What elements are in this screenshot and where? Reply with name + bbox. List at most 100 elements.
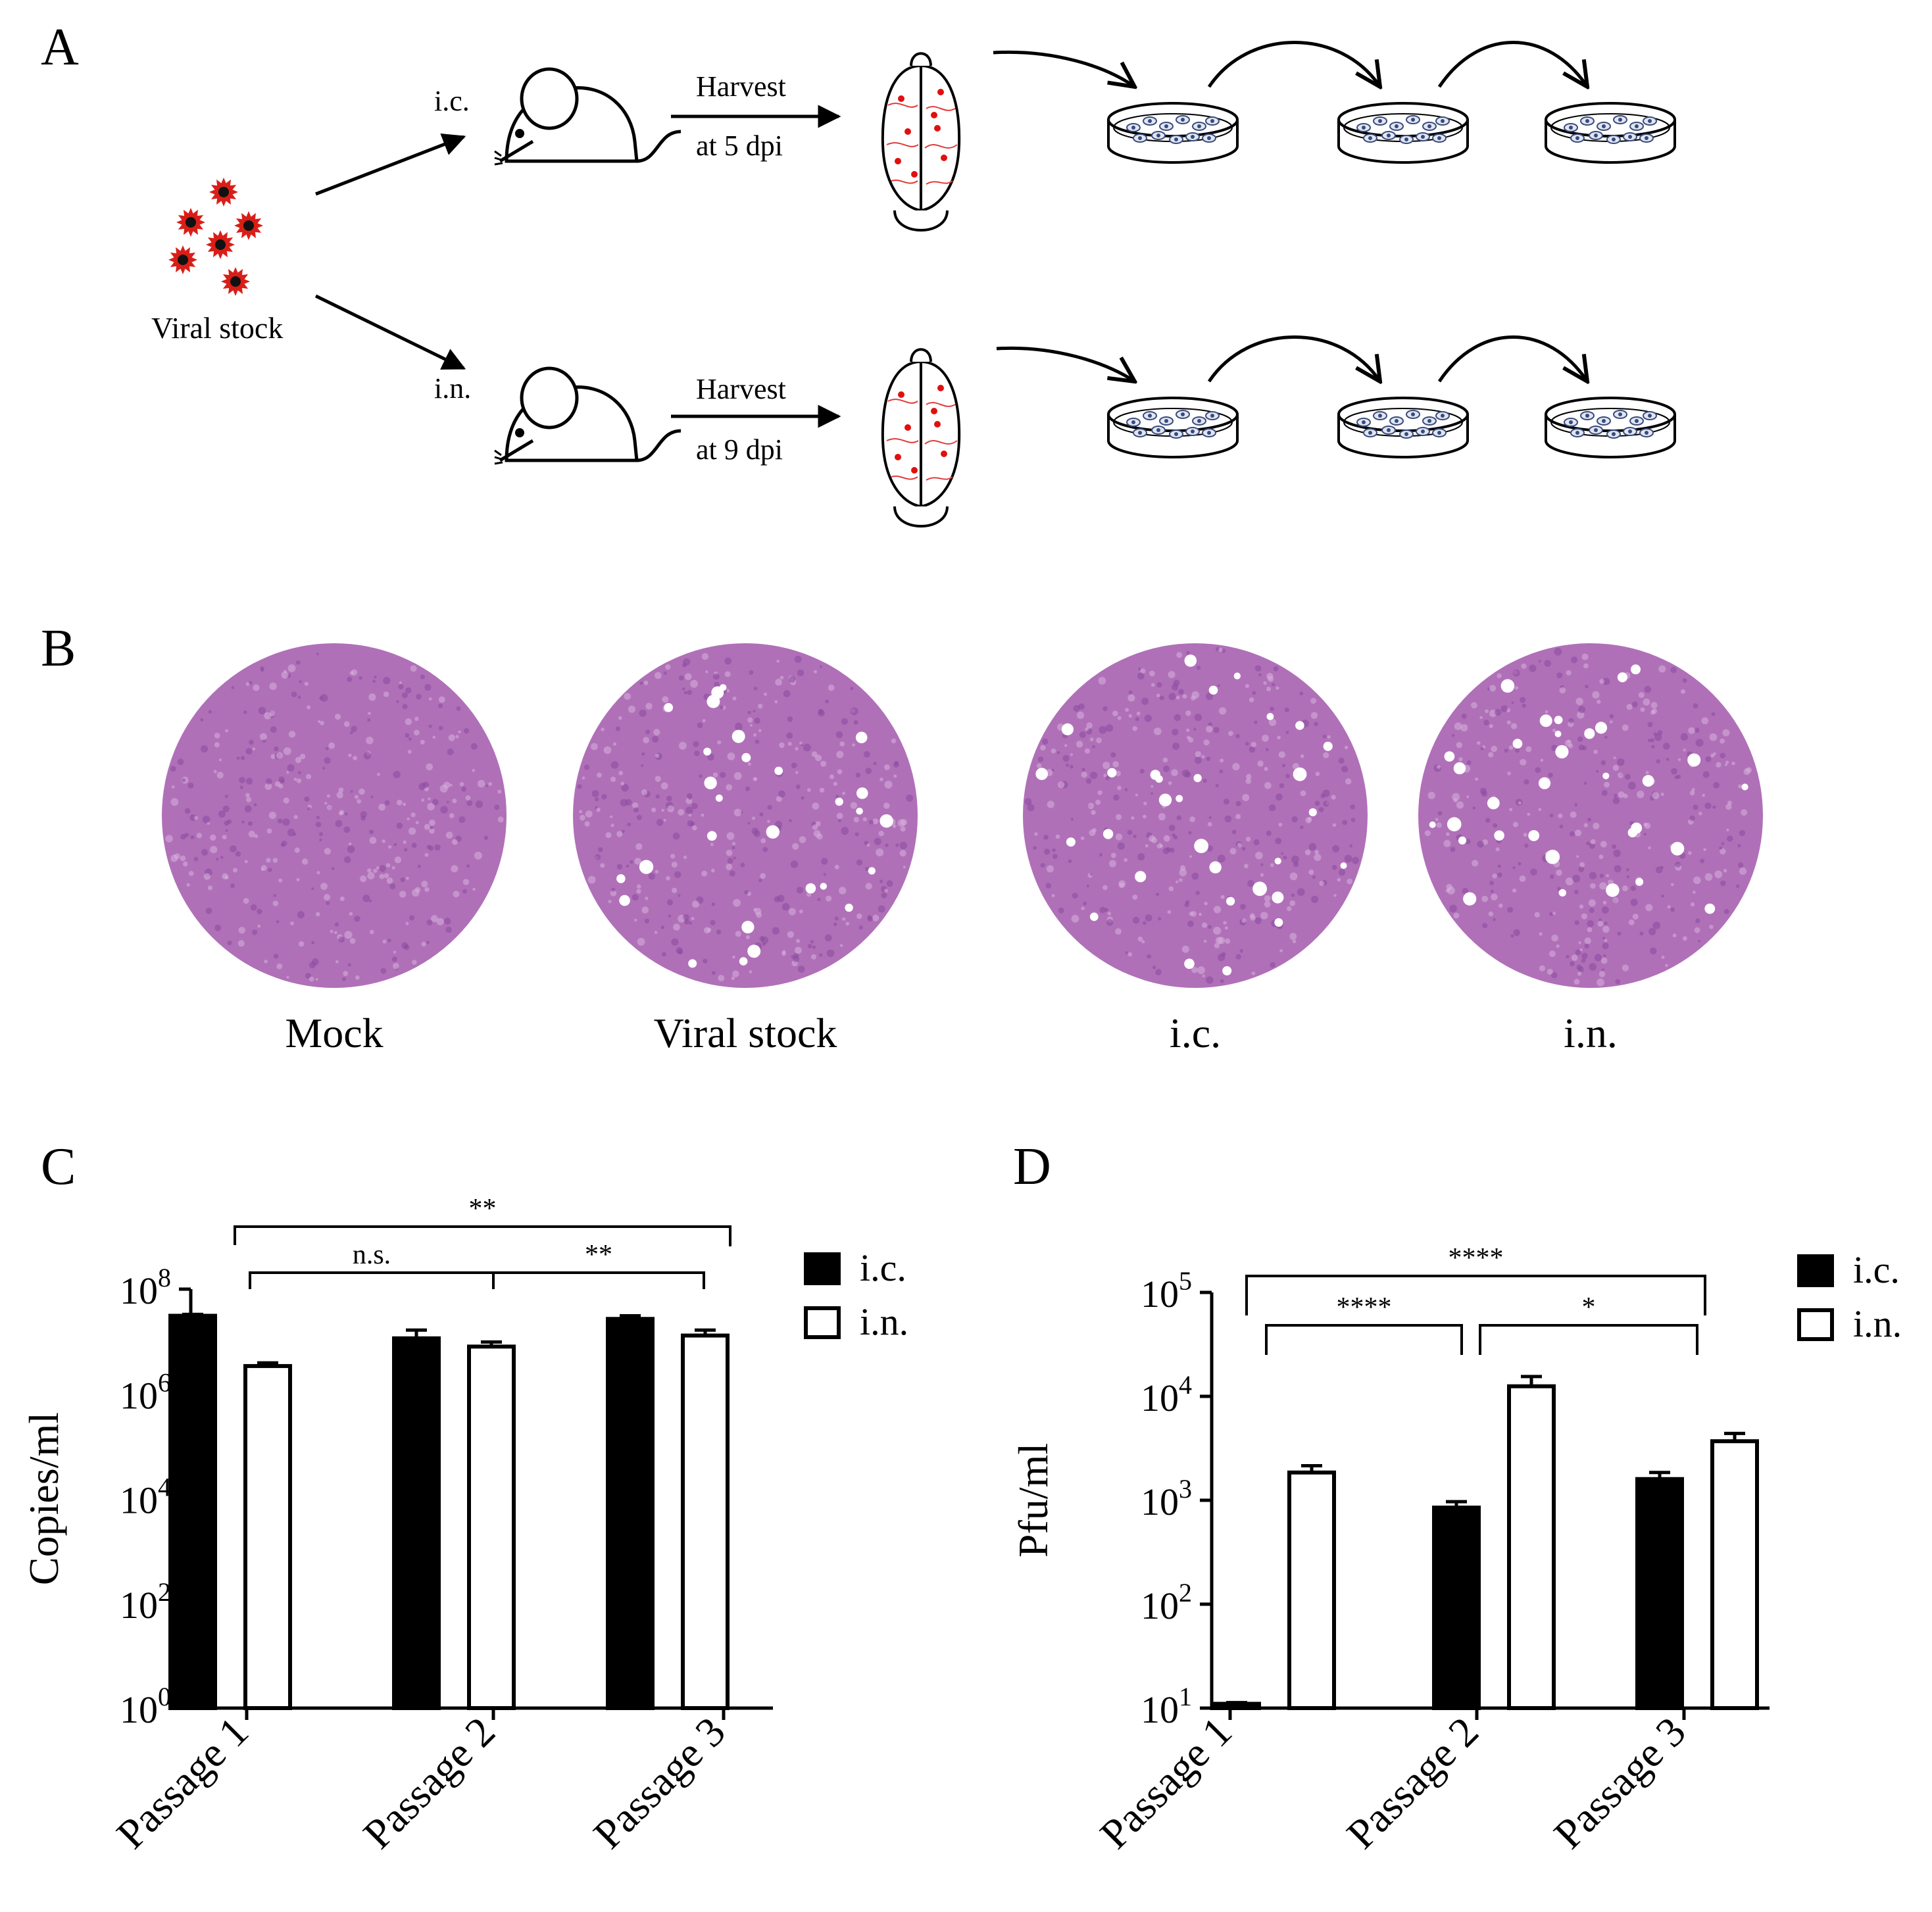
plaque-label-viral-stock: Viral stock	[654, 1010, 837, 1056]
plaque-spot	[856, 787, 868, 799]
y-tick-label: 104	[1141, 1370, 1192, 1419]
legend-swatch	[1797, 1254, 1834, 1287]
plaque-spot	[1089, 912, 1099, 921]
plaque-assay-wells	[162, 643, 1763, 988]
plaque-spot	[1208, 685, 1218, 695]
cell-culture-dish-icon	[1337, 397, 1469, 458]
legend-swatch	[804, 1252, 841, 1285]
plaque-spot	[1447, 817, 1462, 831]
cell-culture-dish-icon	[1337, 102, 1469, 164]
plaque-well	[573, 643, 918, 988]
passage-arrow	[1207, 41, 1380, 87]
plaque-spot	[747, 944, 761, 958]
plaque-spot	[1631, 664, 1641, 675]
plaque-spot	[766, 825, 780, 839]
y-tick-label: 104	[120, 1473, 171, 1522]
transfer-arrow	[993, 50, 1135, 87]
route-arrow-in	[314, 294, 466, 370]
bar	[1710, 1439, 1759, 1710]
plaque-spot	[1500, 679, 1515, 693]
plaque-spot	[1512, 739, 1523, 749]
plaque-spot	[1107, 768, 1117, 777]
plaque-spot	[856, 808, 863, 815]
passage-arrow	[1437, 335, 1587, 382]
plaque-well	[162, 643, 507, 988]
bar	[1635, 1477, 1684, 1710]
plaque-spot	[1233, 672, 1241, 679]
legend-swatch	[804, 1306, 841, 1339]
plaque-spot	[1642, 775, 1654, 787]
brain-icon	[881, 348, 961, 527]
plaque-spot	[1631, 822, 1643, 834]
brain-icon	[881, 52, 961, 232]
plaque-spot	[1741, 783, 1748, 791]
y-tick-label: 106	[120, 1367, 171, 1417]
significance-bracket	[249, 1271, 495, 1289]
legend-label: i.c.	[1853, 1248, 1900, 1291]
bar	[1432, 1506, 1481, 1711]
legend-label: i.c.	[860, 1246, 906, 1289]
plaque-spot	[1458, 836, 1467, 845]
plaque-spot	[1444, 751, 1455, 762]
panel-label-a: A	[41, 18, 79, 76]
mouse-icon	[494, 366, 681, 465]
significance-label: n.s.	[353, 1240, 391, 1270]
plaque-spot	[1558, 889, 1566, 897]
plaque-spot	[1584, 728, 1595, 739]
y-tick-label: 100	[120, 1682, 171, 1731]
x-tick-label: Passage 2	[354, 1708, 503, 1857]
virus-particle-icon	[209, 178, 238, 207]
transfer-arrow	[996, 346, 1135, 381]
significance-label: ****	[1449, 1243, 1504, 1273]
plaque-spot	[1252, 881, 1267, 896]
plaque-spot	[706, 831, 717, 841]
plaque-spot	[1274, 858, 1281, 865]
plaque-spot	[688, 959, 697, 968]
cell-passage-dishes	[993, 41, 1676, 458]
legend-swatch	[1797, 1308, 1834, 1341]
plaque-spot	[1066, 837, 1076, 847]
significance-label: ****	[1337, 1292, 1392, 1323]
plaque-spot	[1554, 730, 1562, 737]
plaque-spot	[805, 883, 816, 894]
plaque-spot	[1494, 830, 1504, 841]
plaque-spot	[1528, 830, 1540, 841]
y-tick-label: 103	[1141, 1474, 1192, 1523]
plaque-spot	[1606, 883, 1620, 897]
legend-label: i.n.	[860, 1300, 908, 1343]
viral-stock-label: Viral stock	[151, 311, 283, 345]
y-axis-label: Pfu/ml	[1010, 1443, 1056, 1557]
plaque-spot	[1158, 793, 1172, 807]
cell-culture-dish-icon	[1545, 102, 1676, 164]
passage-arrow	[1437, 41, 1587, 87]
plaque-spot	[1602, 772, 1610, 779]
plaque-spot	[1545, 849, 1560, 864]
significance-bracket	[1245, 1275, 1706, 1315]
bar	[392, 1336, 441, 1711]
plaque-well	[1023, 643, 1368, 988]
plaque-spot	[704, 776, 717, 790]
plaque-spot	[1293, 767, 1307, 781]
plaque-spot	[774, 766, 783, 775]
legend-label: i.n.	[1853, 1302, 1902, 1345]
significance-bracket	[1479, 1324, 1698, 1355]
x-tick-label: Passage 2	[1337, 1708, 1487, 1857]
plaque-spot	[855, 731, 868, 744]
plaque-spot	[1539, 714, 1552, 727]
plaque-well	[1418, 643, 1763, 988]
cell-culture-dish-icon	[1107, 102, 1239, 164]
plaque-spot	[706, 695, 720, 708]
significance-bracket	[492, 1271, 705, 1289]
plaque-spot	[1226, 896, 1235, 906]
y-tick-label: 102	[120, 1577, 171, 1627]
significance-label: **	[469, 1194, 497, 1224]
harvest-days-ic: at 5 dpi	[696, 130, 783, 162]
plaque-spot	[1670, 842, 1685, 856]
plaque-spot	[1595, 722, 1608, 734]
plaque-spot	[1635, 877, 1644, 886]
plaque-spot	[1266, 713, 1274, 720]
plaque-spot	[715, 795, 723, 802]
y-tick-label: 101	[1141, 1682, 1192, 1731]
x-tick-label: Passage 3	[584, 1708, 733, 1857]
plaque-spot	[1274, 918, 1283, 927]
